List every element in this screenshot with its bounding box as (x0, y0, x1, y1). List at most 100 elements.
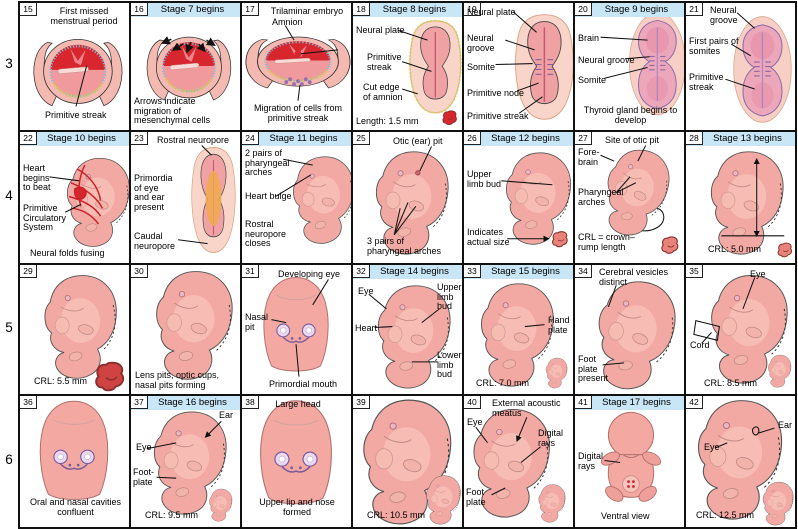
annotation-label: Primitive streak (45, 110, 107, 120)
panel-number: 42 (686, 396, 703, 409)
annotation-label: Lower limb bud (437, 350, 462, 380)
annotation-label: Indicates actual size (467, 227, 510, 247)
row-label-6: 6 (5, 452, 13, 467)
panel-number: 38 (242, 396, 259, 409)
panel-number: 17 (242, 3, 259, 16)
annotation-label: Brain (578, 33, 600, 43)
panel-number: 29 (20, 265, 37, 278)
stage-header: Stage 11 begins (242, 132, 351, 146)
embryo-illustration (697, 400, 794, 526)
embryo-illustration (598, 411, 664, 505)
panel-number: 21 (686, 3, 703, 16)
annotation-label: Upper lip and nose formed (259, 497, 335, 517)
embryo-illustration (363, 399, 461, 525)
embryo-illustration (49, 157, 129, 247)
embryo-illustration (368, 285, 451, 389)
panel-number: 30 (131, 265, 148, 278)
panel-27: 27 Site of otic pit Fore-brain Pharyngea… (574, 131, 685, 264)
panel-number: 22 (20, 132, 37, 145)
panel-number: 37 (131, 396, 148, 409)
stage-header: Stage 10 begins (20, 132, 129, 146)
annotation-label: First pairs of somites (689, 36, 739, 56)
panel-number: 18 (353, 3, 370, 16)
annotation-label: 2 pairs of pharyngeal arches (245, 148, 290, 178)
annotation-label: CRL: 8.5 mm (704, 378, 758, 388)
panel-16: Stage 7 begins 16 Arrows indicate migrat… (130, 2, 241, 131)
panel-24: Stage 11 begins 24 2 pairs of pharyngeal… (241, 131, 352, 264)
panel-number: 20 (575, 3, 592, 16)
annotation-label: Foot plate (466, 487, 486, 507)
panel-41: Stage 17 begins 41 Digital rays Ventral … (574, 395, 685, 528)
panel-number: 15 (20, 3, 37, 16)
annotation-label: Trilaminar embryo (270, 6, 344, 16)
annotation-label: Somite (467, 62, 496, 72)
panel-17: 17 Trilaminar embryo Amnion Migration of… (241, 2, 352, 131)
panel-number: 35 (686, 265, 703, 278)
panel-20: Stage 9 begins 20 Brain Neural groove So… (574, 2, 685, 131)
annotation-label: Rostral neuropore closes (245, 219, 287, 249)
panel-35: 35 Eye Cord CRL: 8.5 mm (685, 264, 796, 395)
panel-number: 39 (353, 396, 370, 409)
row-label-5: 5 (5, 320, 13, 335)
annotation-label: Primordial mouth (268, 379, 338, 389)
panel-number: 28 (686, 132, 703, 145)
row-label-3: 3 (5, 56, 13, 71)
annotation-label: Large head (275, 399, 321, 409)
annotation-label: Cerebral vesicles distinct (599, 267, 669, 287)
embryo-illustration (178, 145, 236, 254)
annotation-label: Upper limb bud (467, 169, 502, 189)
embryo-illustration (398, 19, 462, 126)
annotation-label: Neural groove (710, 5, 738, 25)
annotation-label: Primitive streak (367, 52, 402, 72)
stage-header: Stage 16 begins (131, 396, 240, 410)
annotation-label: External acoustic meatus (492, 398, 561, 418)
annotation-label: Neural plate (356, 25, 405, 35)
embryo-illustration (32, 37, 124, 108)
annotation-label: Foot-plate (133, 467, 155, 487)
annotation-label: Neural groove (467, 33, 495, 53)
annotation-label: CRL: 9.5 mm (145, 510, 199, 520)
panel-number: 36 (20, 396, 37, 409)
annotation-label: Rostral neuropore (157, 135, 230, 145)
panel-grid: 15 First missed menstrual period Primiti… (18, 1, 797, 529)
annotation-label: Ventral view (601, 511, 650, 521)
annotation-label: Migration of cells from primitive streak (253, 103, 343, 123)
annotation-label: Eye (358, 286, 374, 296)
annotation-label: Developing eye (278, 269, 341, 279)
panel-29: 29 CRL: 5.5 mm (19, 264, 130, 395)
annotation-label: Otic (ear) pit (393, 136, 443, 146)
embryo-illustration (263, 276, 329, 377)
annotation-label: Primitive node (467, 88, 525, 98)
panel-36: 36 Oral and nasal cavities confluent (19, 395, 130, 528)
panel-18: Stage 8 begins 18 Neural plate Primitive… (352, 2, 463, 131)
row-label-4: 4 (5, 188, 13, 203)
panel-33: Stage 15 begins 33 Hand plate CRL: 7.0 m… (463, 264, 574, 395)
embryo-illustration (600, 3, 684, 130)
panel-26: Stage 12 begins 26 Upper limb bud Indica… (463, 131, 574, 264)
panel-32: Stage 14 begins 32 Eye Upper limb bud He… (352, 264, 463, 395)
embryo-illustration (473, 408, 566, 523)
stage-header: Stage 12 begins (464, 132, 573, 146)
annotation-label: Arrows indicate migration of mesenchymal… (134, 96, 211, 126)
panel-23: 23 Rostral neuropore Primordia of eye an… (130, 131, 241, 264)
panel-40: 40 External acoustic meatus Eye Digital … (463, 395, 574, 528)
panel-number: 27 (575, 132, 592, 145)
annotation-label: Eye (750, 269, 766, 279)
panel-34: 34 Cerebral vesicles distinct Foot plate… (574, 264, 685, 395)
panel-30: 30 Lens pits, optic cups, nasal pits for… (130, 264, 241, 395)
stage-header: Stage 9 begins (575, 3, 684, 17)
panel-number: 23 (131, 132, 148, 145)
panel-25: 25 Otic (ear) pit 3 pairs of pharyngeal … (352, 131, 463, 264)
stage-header: Stage 13 begins (686, 132, 795, 146)
annotation-label: Nasal pit (245, 312, 269, 332)
embryo-illustration (375, 146, 449, 255)
stage-header: Stage 8 begins (353, 3, 462, 17)
annotation-label: Eye (704, 442, 720, 452)
stage-header: Stage 14 begins (353, 265, 462, 279)
panel-number: 24 (242, 132, 259, 145)
panel-19: 19 Neural plate Neural groove Somite Pri… (463, 2, 574, 131)
annotation-label: Caudal neuropore (134, 231, 176, 251)
annotation-label: Primordia of eye and ear present (134, 173, 173, 212)
panel-number: 40 (464, 396, 481, 409)
embryo-illustration (600, 145, 679, 254)
